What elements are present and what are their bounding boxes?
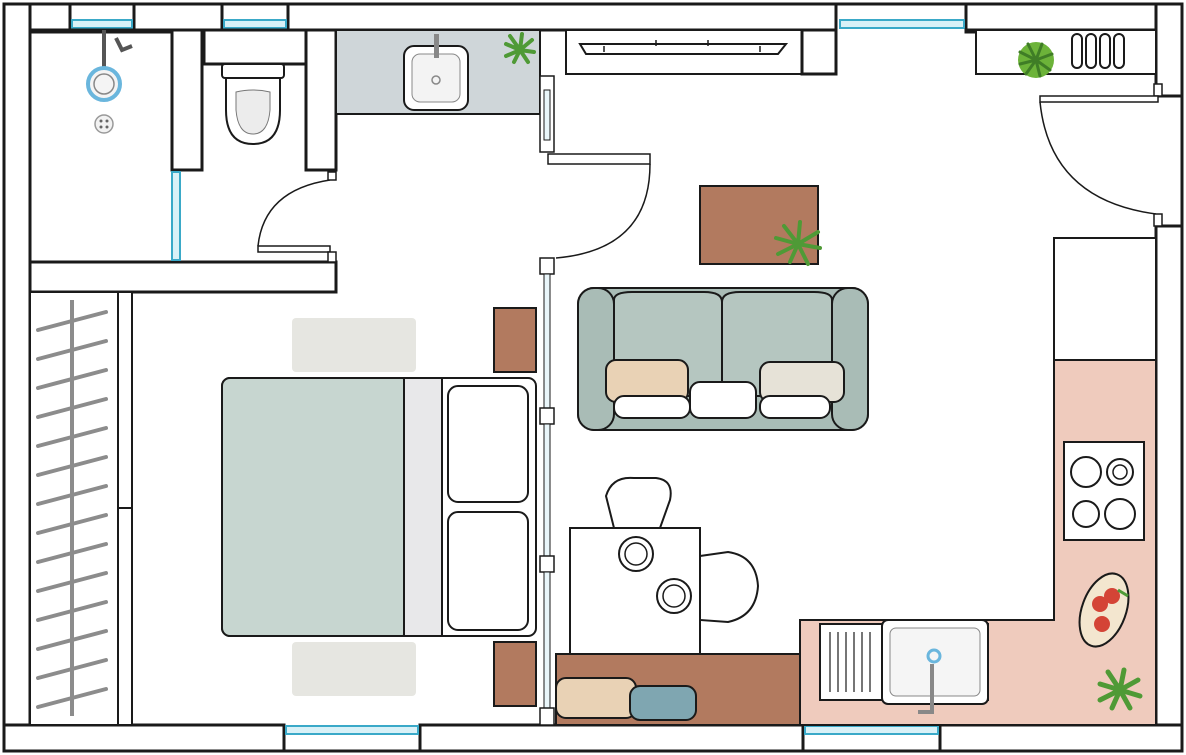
shower-room: [28, 28, 338, 294]
vanity: [335, 29, 541, 115]
pillow-icon: [555, 677, 637, 719]
shower-head-icon: [86, 30, 133, 102]
plant-icon: [774, 220, 822, 266]
sofa-icon: [577, 287, 869, 431]
pillow-icon: [447, 511, 529, 631]
wardrobe-hanger-icon: [36, 542, 108, 564]
window-icon: [71, 19, 133, 29]
kitchen-sink-icon: [819, 619, 989, 714]
wc-room: [202, 28, 338, 263]
coffee-table-icon: [699, 185, 822, 266]
door-swing-icon: [1039, 101, 1157, 215]
window-icon: [839, 19, 965, 29]
plant-icon: [504, 32, 536, 64]
cooktop-icon: [1063, 441, 1145, 541]
pillow-icon: [689, 381, 757, 419]
door-swing-icon: [257, 179, 331, 247]
living-area: [577, 185, 869, 431]
plant-icon: [1018, 42, 1054, 78]
plate-icon: [618, 536, 654, 572]
toilet-icon: [221, 63, 285, 146]
wardrobe-hanger-icon: [36, 658, 108, 680]
plate-icon: [656, 578, 692, 614]
dining-area: [555, 476, 801, 726]
sink-icon: [403, 34, 469, 111]
chair-icon: [604, 476, 672, 529]
wardrobe-hanger-icon: [36, 513, 108, 535]
wardrobe-hanger-icon: [36, 687, 108, 709]
pillow-icon: [629, 685, 697, 721]
nightstand-icon: [493, 307, 537, 373]
bedroom: [221, 307, 537, 707]
pillow-icon: [613, 395, 691, 419]
wardrobe-hanger-icon: [36, 368, 108, 390]
door-swing-icon: [555, 163, 651, 259]
wardrobe-hanger-icon: [36, 629, 108, 651]
partition: [539, 75, 651, 726]
pillow-icon: [759, 395, 831, 419]
windows: [71, 19, 965, 735]
window-icon: [285, 725, 419, 735]
radiator-icon: [1071, 33, 1125, 69]
wardrobe-hanger-icon: [36, 484, 108, 506]
nightstand-icon: [493, 641, 537, 707]
wardrobe-hanger-icon: [36, 455, 108, 477]
drain-icon: [94, 114, 114, 134]
plant-icon: [1097, 667, 1143, 711]
entrance: [964, 28, 1163, 227]
wardrobe-hanger-icon: [36, 310, 108, 332]
kitchen: [799, 237, 1157, 726]
tv-unit-icon: [565, 28, 838, 76]
rug-icon: [292, 642, 416, 696]
wardrobe-hanger-icon: [36, 600, 108, 622]
wardrobe: [29, 291, 133, 726]
wardrobe-hanger-icon: [36, 397, 108, 419]
fruit-bowl-icon: [1078, 572, 1130, 648]
pillow-icon: [447, 385, 529, 503]
chair-icon: [699, 550, 760, 624]
wardrobe-hanger-icon: [36, 339, 108, 361]
window-icon: [804, 725, 939, 735]
bench-icon: [555, 653, 801, 726]
bed-icon: [221, 377, 537, 637]
window-icon: [223, 19, 287, 29]
rug-icon: [292, 318, 416, 372]
wardrobe-hanger-icon: [36, 426, 108, 448]
wardrobe-hanger-icon: [36, 571, 108, 593]
shower-glass-panel: [171, 171, 181, 261]
